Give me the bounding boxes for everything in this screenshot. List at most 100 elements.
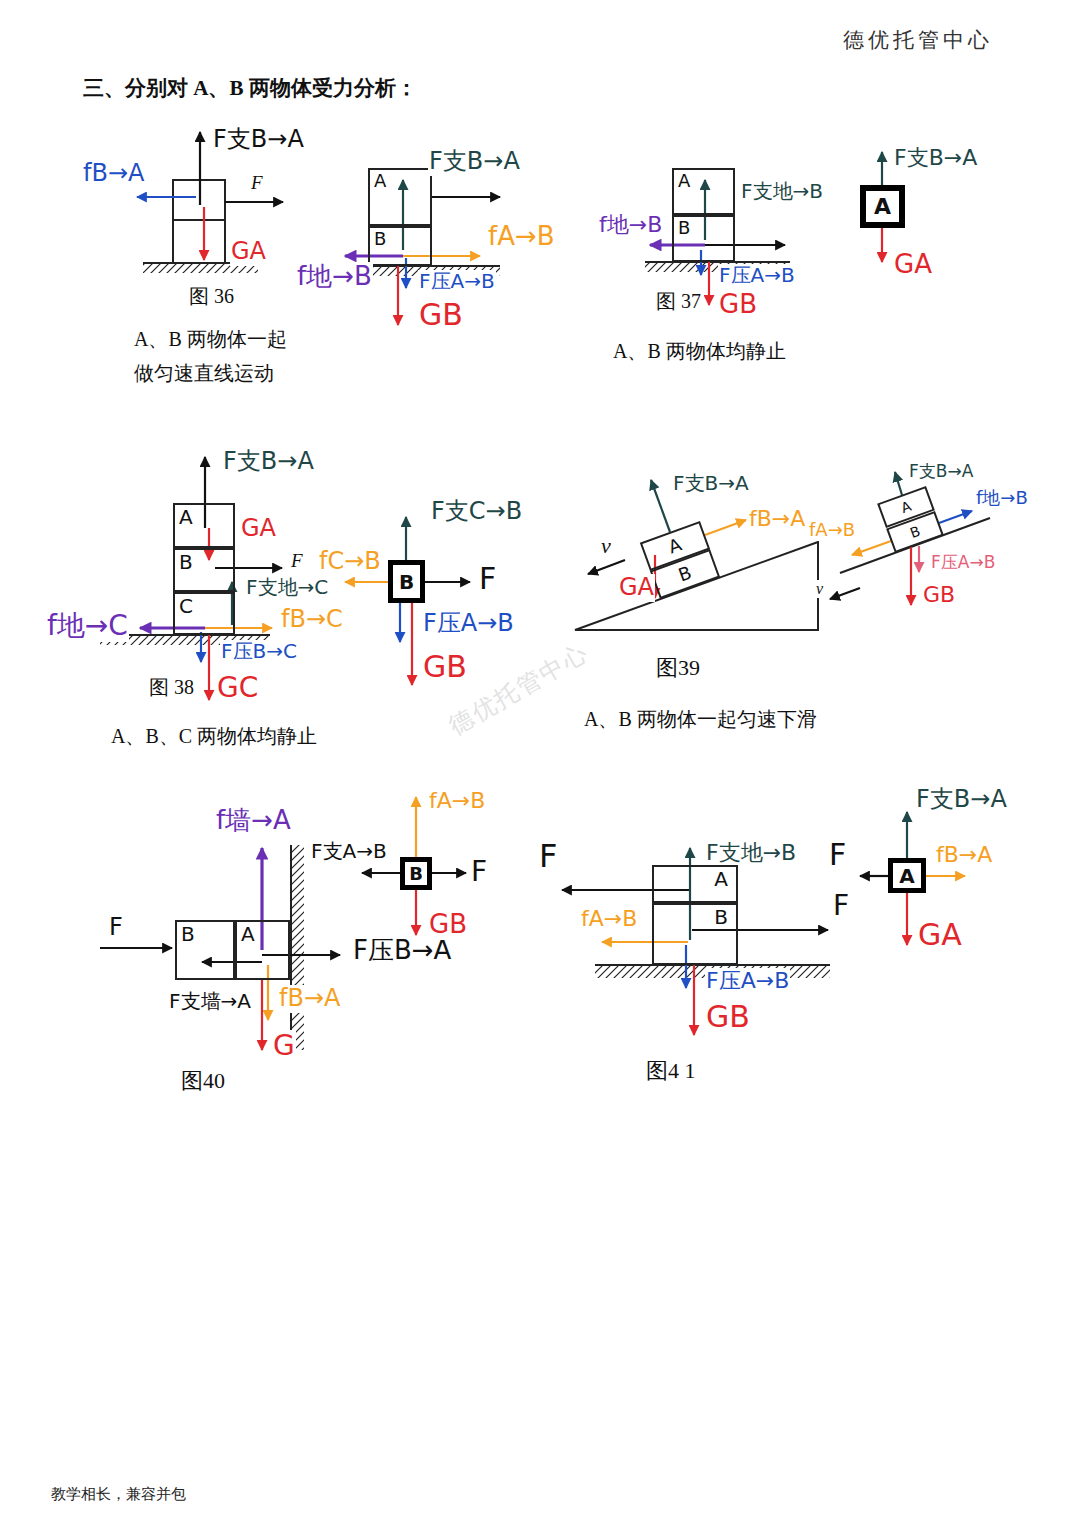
symbol-label: F	[250, 172, 264, 194]
block	[173, 220, 225, 263]
caption-text: 图 37	[655, 290, 702, 313]
analyzed-block: B	[388, 560, 425, 603]
force-arrow	[910, 546, 912, 605]
force-label: F支地→C	[245, 576, 329, 599]
block-letter: B	[374, 230, 386, 248]
force-arrow	[405, 517, 407, 560]
force-label: fC→B	[318, 548, 382, 576]
force-label: F支墙→A	[168, 990, 252, 1013]
block-letter: B	[908, 524, 922, 540]
force-label: F压B→C	[220, 640, 298, 663]
force-arrow	[203, 207, 205, 260]
force-label: F压A→B	[418, 270, 496, 293]
force-arrow	[262, 954, 340, 956]
force-arrow	[225, 201, 283, 203]
force-arrow	[650, 243, 705, 246]
caption-text: A、B 两物体均静止	[612, 340, 787, 363]
force-label: GB	[718, 290, 758, 320]
block-letter: C	[179, 596, 193, 616]
block-letter: A	[374, 172, 386, 190]
force-arrow	[402, 180, 404, 250]
force-label: f地→C	[46, 610, 129, 642]
force-arrow	[906, 893, 908, 945]
block: B	[368, 226, 432, 266]
section-heading: 三、分别对 A、B 两物体受力分析：	[82, 76, 418, 100]
force-arrow	[693, 965, 695, 1035]
block: B	[652, 903, 738, 965]
force-label: F支B→A	[672, 472, 750, 495]
symbol-label: F	[290, 550, 304, 572]
block-letter: A	[241, 924, 255, 944]
force-label: F支地→B	[740, 180, 824, 203]
block-letter: A	[899, 866, 914, 886]
force-arrow	[397, 266, 399, 325]
block-letter: A	[666, 535, 684, 556]
force-arrow	[705, 244, 785, 246]
force-label: GB	[428, 910, 468, 940]
force-arrow	[199, 132, 201, 205]
block: A	[652, 865, 738, 903]
force-arrow	[202, 961, 262, 963]
force-arrow	[204, 457, 206, 528]
analyzed-block: A	[860, 185, 905, 228]
force-arrow	[403, 255, 480, 257]
analyzed-block: B	[400, 857, 432, 890]
block: B	[886, 511, 944, 553]
caption-text: 图40	[180, 1068, 226, 1093]
force-label: f地→B	[296, 262, 373, 292]
force-arrow	[399, 603, 401, 642]
force-arrow	[362, 872, 400, 874]
block-letter: A	[179, 507, 193, 527]
force-arrow	[602, 941, 688, 943]
force-label: GB	[922, 582, 956, 607]
block: A	[877, 486, 935, 528]
force-arrow	[895, 472, 902, 495]
force-label: GB	[705, 1000, 751, 1035]
force-label: fB→A	[278, 985, 341, 1013]
force-label: F	[470, 856, 488, 888]
block-letter: B	[678, 219, 690, 237]
force-label: GA	[230, 238, 267, 266]
force-label: F压B→A	[352, 936, 452, 966]
block: B	[175, 920, 235, 980]
force-arrow	[200, 632, 202, 662]
force-label: f地→B	[598, 212, 663, 237]
block: B	[672, 215, 735, 262]
force-label: fA→B	[487, 222, 556, 252]
force-arrow	[137, 196, 196, 198]
force-arrow	[100, 947, 172, 949]
block: A	[672, 168, 735, 215]
caption-text: 图 36	[188, 285, 235, 308]
block: C	[173, 592, 235, 635]
force-label: F压A→B	[422, 610, 515, 638]
block-letter: B	[714, 907, 728, 927]
force-arrow	[685, 945, 687, 988]
block: A	[368, 168, 432, 226]
block: B	[650, 549, 720, 599]
block-letter: A	[874, 196, 891, 218]
caption-text: 教学相长，兼容并包	[50, 1486, 187, 1503]
force-arrow	[231, 582, 233, 625]
force-label: GA	[917, 918, 963, 953]
force-arrow	[405, 258, 407, 288]
caption-text: 图 38	[148, 676, 195, 699]
block: A	[173, 503, 235, 548]
header-text: 德优托管中心	[842, 28, 994, 52]
force-label: F	[832, 890, 850, 922]
force-label: G	[272, 1030, 296, 1062]
force-label: F支B→A	[212, 126, 305, 154]
block-letter: B	[179, 552, 193, 572]
force-label: GB	[422, 650, 468, 685]
wall-line	[290, 845, 292, 1050]
block-letter: A	[899, 499, 913, 515]
force-arrow	[345, 254, 403, 257]
force-label: F	[108, 914, 124, 942]
force-label: F压A→B	[930, 553, 996, 573]
force-label: GA	[240, 515, 277, 543]
force-arrow	[562, 889, 690, 891]
force-arrow	[705, 520, 746, 535]
force-arrow	[345, 581, 388, 583]
caption-text: 图4 1	[645, 1058, 697, 1083]
force-arrow	[415, 890, 417, 935]
block-letter: A	[678, 172, 690, 190]
